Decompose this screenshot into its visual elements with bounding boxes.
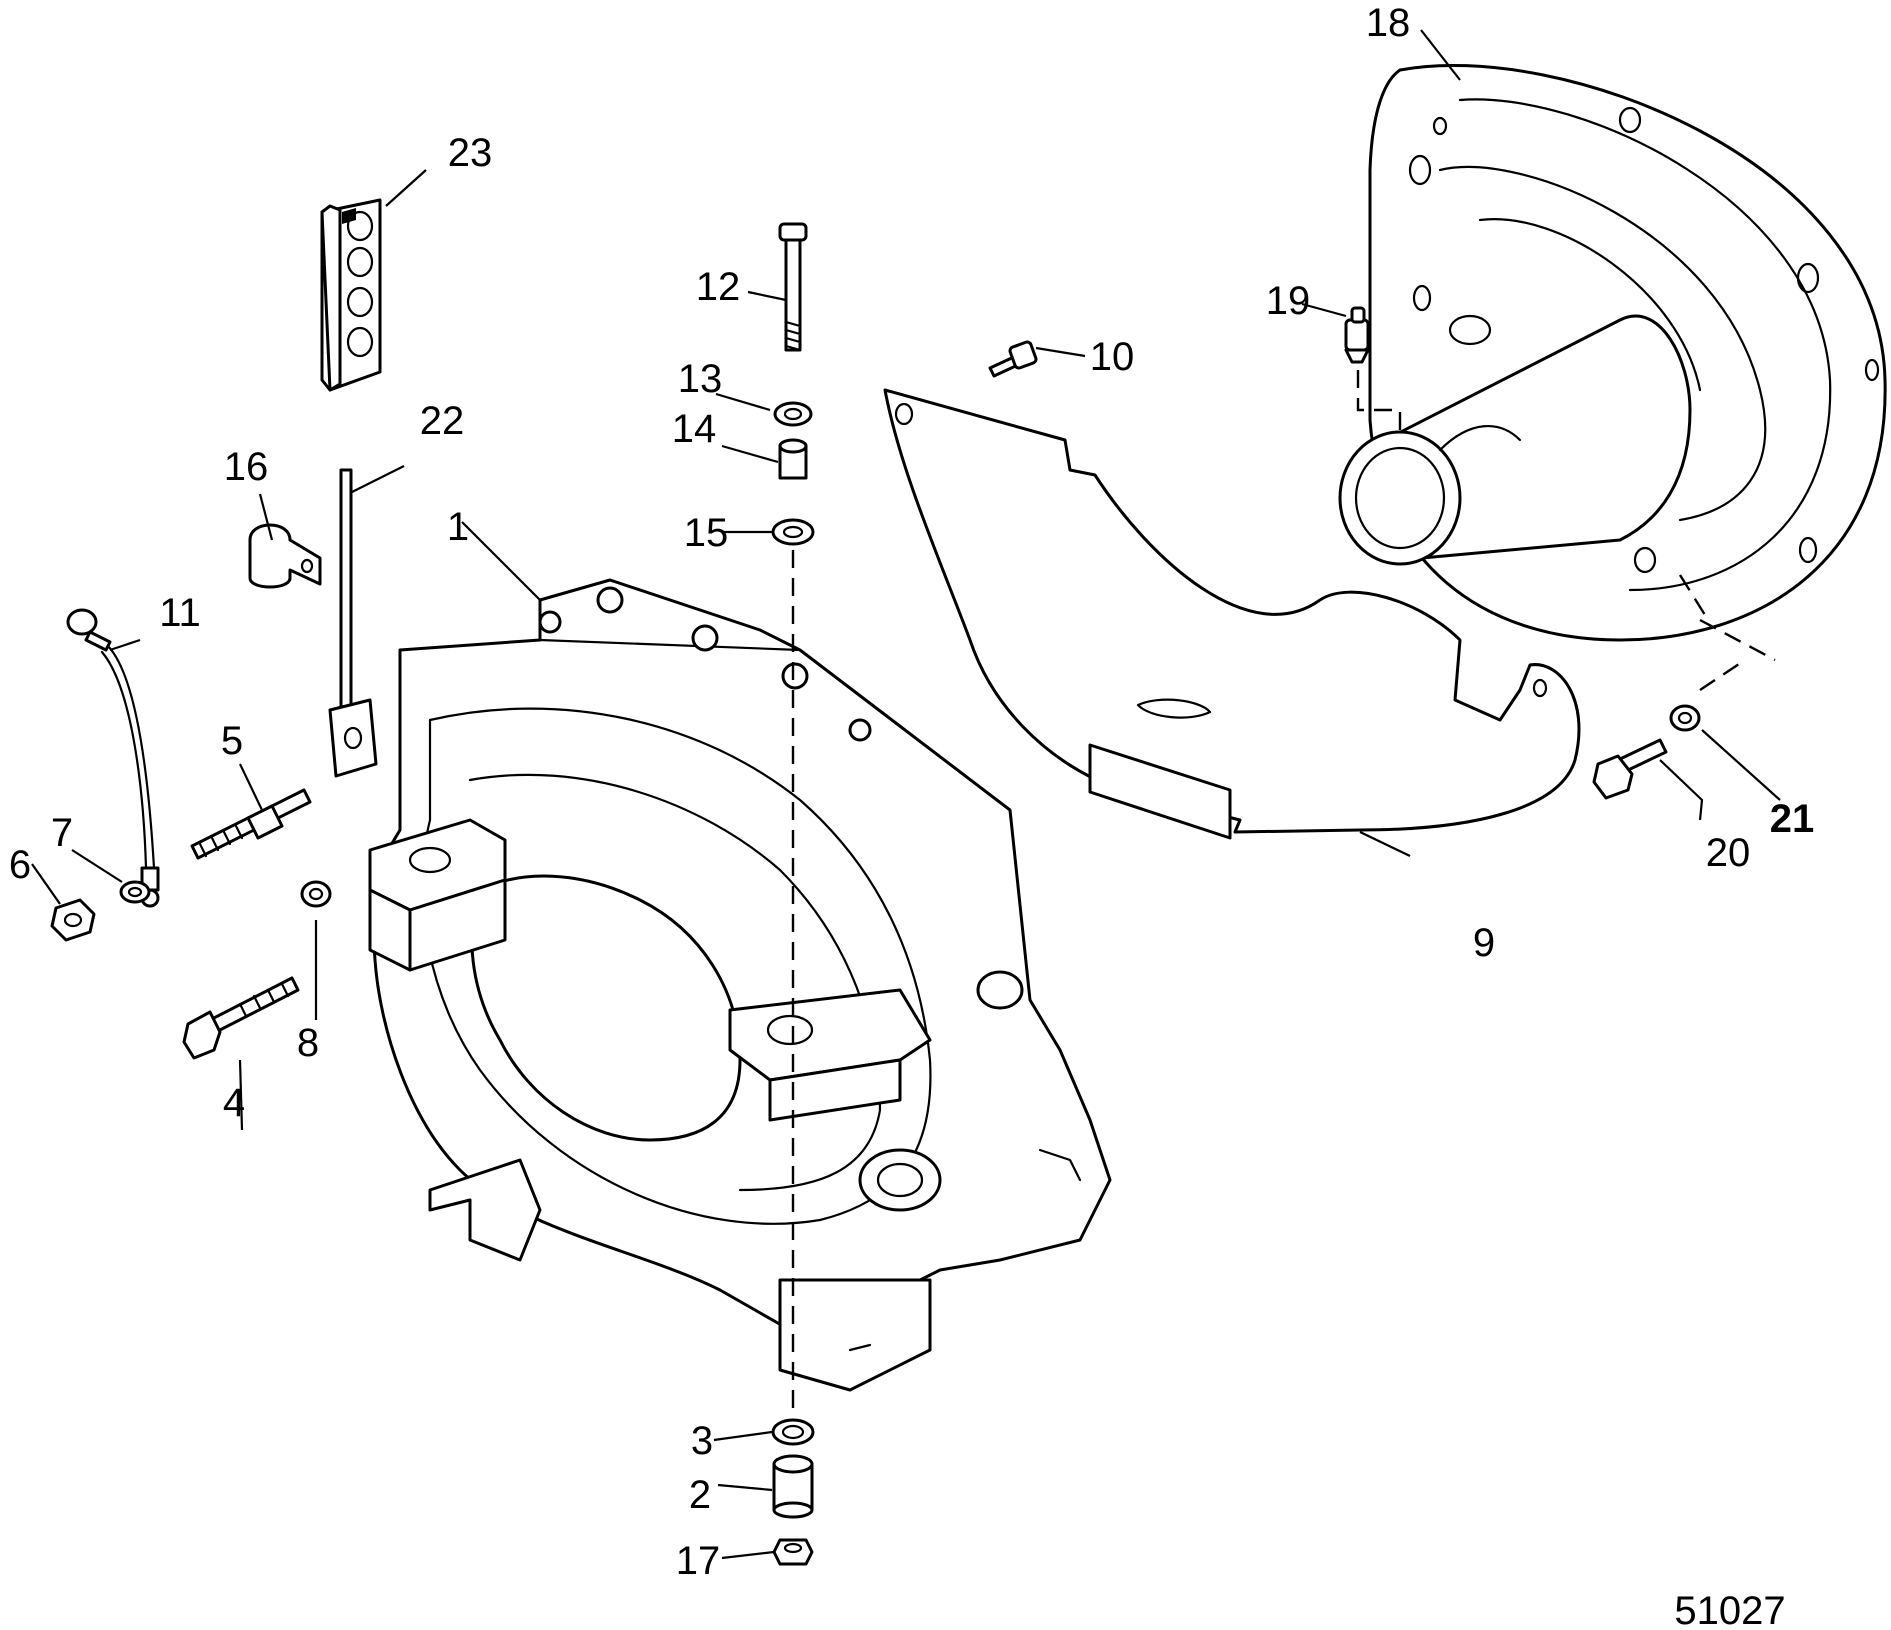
part-23-cable-clip	[320, 198, 382, 392]
callout-1: 1	[447, 505, 469, 549]
part-20-bolt	[1592, 738, 1668, 800]
callout-4: 4	[223, 1081, 245, 1125]
leader-lines	[31, 29, 1781, 1560]
part-18-drive-flange	[1338, 63, 1887, 642]
callout-22: 22	[420, 399, 465, 443]
callout-labels: 1 2 3 4 5 6 7 8 9 10 11 12 13 14 15 16 1…	[9, 1, 1814, 1630]
part-6-nut	[50, 898, 96, 942]
part-5-stud	[190, 788, 312, 860]
callout-6: 6	[9, 843, 31, 887]
part-12-bolt	[778, 222, 808, 352]
part-21-washer	[1669, 704, 1701, 732]
part-16-clamp	[248, 523, 322, 589]
part-17-nut	[772, 1538, 814, 1566]
callout-19: 19	[1266, 279, 1311, 323]
part-8-washer	[300, 880, 332, 908]
part-15-washer	[771, 518, 815, 546]
callout-17: 17	[676, 1539, 721, 1583]
callout-14: 14	[672, 407, 717, 451]
part-10-bolt	[988, 340, 1038, 378]
callout-9: 9	[1473, 921, 1495, 965]
callout-2: 2	[689, 1473, 711, 1517]
part-1-flywheel-housing	[368, 578, 1112, 1392]
callout-11: 11	[159, 591, 201, 635]
callout-18: 18	[1366, 1, 1411, 45]
part-14-spacer	[778, 438, 808, 480]
callout-5: 5	[221, 719, 243, 763]
figure-number: 51027	[1674, 1589, 1785, 1630]
part-7-lock-washer	[119, 880, 151, 904]
callout-13: 13	[678, 357, 723, 401]
part-22-tie-strap	[328, 468, 378, 778]
callout-23: 23	[448, 131, 493, 175]
part-19-grease-fitting	[1344, 306, 1370, 364]
callout-20: 20	[1706, 831, 1751, 875]
part-3-washer	[771, 1418, 815, 1446]
callout-21: 21	[1770, 797, 1815, 841]
callout-8: 8	[297, 1021, 319, 1065]
part-11-ground-wire	[66, 608, 160, 908]
part-13-washer	[773, 401, 813, 427]
callout-16: 16	[224, 445, 269, 489]
callout-7: 7	[51, 811, 73, 855]
part-2-spacer	[772, 1454, 814, 1519]
part-9-cover-plate	[883, 388, 1581, 840]
callout-12: 12	[696, 265, 741, 309]
callout-10: 10	[1090, 335, 1135, 379]
callout-15: 15	[684, 511, 729, 555]
part-4-bolt	[182, 976, 300, 1060]
callout-3: 3	[691, 1419, 713, 1463]
